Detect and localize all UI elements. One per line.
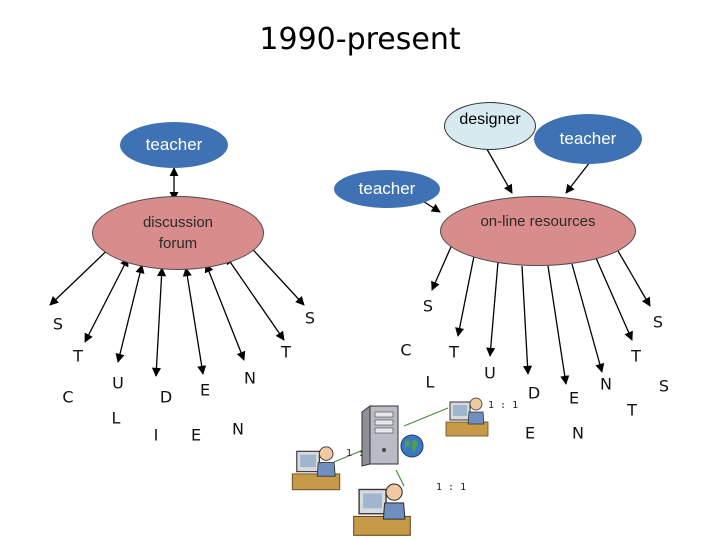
arrow-res-t: [455, 255, 475, 337]
arrow-forum-n: [204, 263, 246, 361]
arrow-res-n: [571, 263, 605, 373]
forum-line-2: forum: [158, 235, 198, 252]
arrow-res-s2: [613, 243, 651, 307]
resources-learner-letter: S: [658, 376, 670, 396]
forum-learner-letter: E: [199, 380, 211, 400]
forum-learner-letter: S: [304, 308, 316, 328]
computer-user-icon: [445, 397, 489, 437]
resources-learner-letter: D: [527, 383, 541, 403]
arrow-res-s: [431, 239, 455, 291]
forum-learner-letter: I: [153, 425, 159, 445]
forum-learner-letter: E: [190, 425, 202, 445]
resources-learner-letter: C: [400, 340, 412, 360]
resources-learner-letter: E: [524, 423, 536, 443]
teacher-right-node: teacher: [534, 114, 642, 164]
computer-user-icon: [291, 446, 341, 491]
arrow-forum-s2: [243, 239, 305, 306]
arrow-res-d: [521, 265, 533, 375]
resources-learner-letter: T: [627, 400, 637, 420]
arrow-designer-resources: [483, 143, 513, 194]
resources-learner-letter: T: [631, 346, 641, 366]
resources-learner-letter: N: [572, 423, 584, 443]
discussion-forum-node: discussion forum: [92, 196, 264, 270]
arrow-forum-d: [151, 267, 167, 377]
forum-learner-letter: D: [159, 387, 173, 407]
forum-learner-letter: N: [244, 368, 256, 388]
arrow-teacher-resources: [565, 161, 591, 194]
ratio-label-right: 1 : 1: [488, 400, 519, 411]
resources-learner-letter: T: [449, 342, 459, 362]
arrow-forum-t: [84, 257, 129, 343]
forum-learner-letter: L: [111, 408, 121, 428]
resources-learner-letter: U: [484, 363, 496, 383]
resources-learner-letter: S: [652, 312, 664, 332]
forum-line-1: discussion: [142, 214, 214, 231]
arrow-forum-e: [182, 267, 207, 375]
computer-user-icon: [353, 483, 411, 536]
resources-learner-letter: N: [600, 374, 612, 394]
link-server-user-bottom: [395, 469, 405, 487]
server-icon: [361, 405, 399, 467]
online-resources-node: on-line resources: [440, 196, 636, 266]
teacher-center-node: teacher: [334, 170, 440, 208]
forum-learner-letter: U: [112, 373, 124, 393]
link-server-user-right: [403, 407, 449, 427]
ratio-label-bottom: 1 : 1: [436, 482, 467, 493]
designer-node: designer: [444, 102, 536, 150]
forum-learner-letter: T: [73, 346, 83, 366]
arrow-res-e: [547, 265, 570, 385]
resources-learner-letter: E: [568, 388, 580, 408]
forum-learner-letter: C: [62, 387, 74, 407]
resources-learner-letter: S: [422, 296, 434, 316]
arrow-forum-u: [115, 264, 145, 363]
resources-learner-letter: L: [425, 372, 435, 392]
diagram-title: 1990-present: [259, 22, 461, 57]
arrow-res-u: [486, 261, 499, 357]
teacher-left-node: teacher: [120, 122, 228, 168]
forum-learner-letter: N: [232, 419, 244, 439]
ratio-label-left: 1 : 1: [346, 448, 377, 459]
forum-learner-letter: T: [281, 342, 291, 362]
arrow-res-t2: [595, 257, 633, 341]
forum-learner-letter: S: [52, 314, 64, 334]
globe-icon: [400, 434, 424, 458]
arrow-forum-t2: [225, 255, 285, 341]
